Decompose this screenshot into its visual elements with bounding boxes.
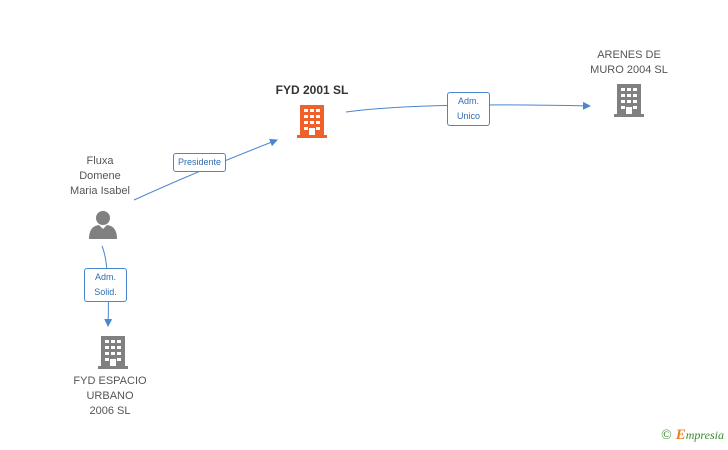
edge-adm-unico xyxy=(345,101,591,113)
node-label-fyd-espacio[interactable]: FYD ESPACIO URBANO 2006 SL xyxy=(73,375,147,417)
building-icon[interactable] xyxy=(614,84,644,117)
edge-label-presidente[interactable]: Presidente xyxy=(173,153,227,172)
building-icon[interactable] xyxy=(98,336,128,369)
person-icon[interactable] xyxy=(89,211,117,239)
node-label-fyd-2001[interactable]: FYD 2001 SL xyxy=(275,83,349,97)
node-label-fluxa[interactable]: Fluxa Domene Maria Isabel xyxy=(70,155,130,197)
edge-label-adm-solid[interactable]: Adm. Solid. xyxy=(84,268,127,302)
brand-name: mpresia xyxy=(685,428,724,442)
node-label-arenes[interactable]: ARENES DE MURO 2004 SL xyxy=(590,49,668,76)
brand-initial: E xyxy=(675,427,686,443)
building-icon[interactable] xyxy=(297,105,327,138)
brand-logo[interactable]: ©Empresia xyxy=(661,427,724,444)
edge-label-adm-unico[interactable]: Adm. Unico xyxy=(447,92,490,126)
copyright-icon: © xyxy=(661,428,672,443)
